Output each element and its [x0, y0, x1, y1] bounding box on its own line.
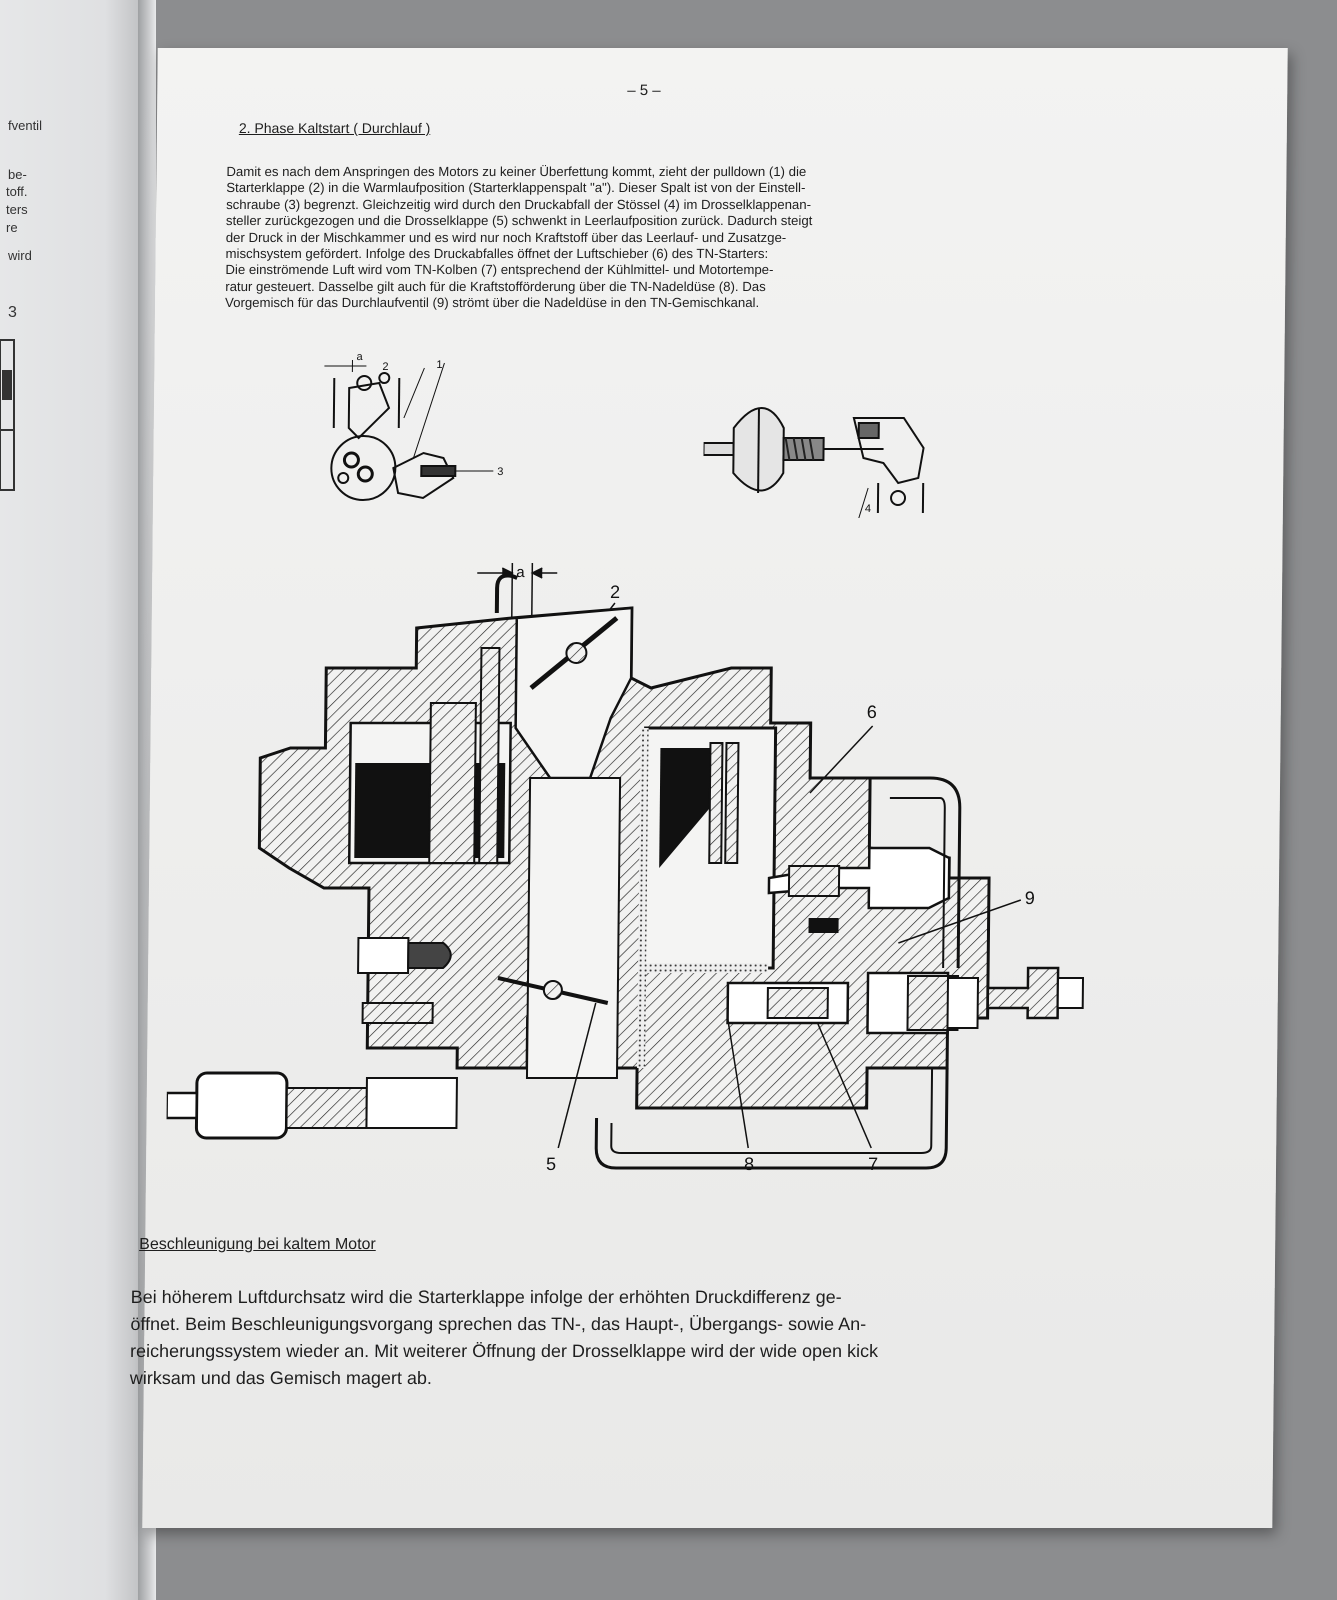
intro-line: Vorgemisch für das Durchlaufventil (9) s… — [225, 295, 760, 311]
document-page: – 5 – 2. Phase Kaltstart ( Durchlauf ) D… — [130, 48, 1288, 1528]
intro-line: Starterklappe (2) in die Warmlaufpositio… — [226, 180, 806, 196]
left-fragment: wird — [8, 248, 32, 263]
acceleration-paragraph: Bei höherem Luftdurchsatz wird die Start… — [130, 1284, 1041, 1392]
left-fragment: ters — [6, 202, 28, 217]
figure-throttle-positioner: 4 — [702, 407, 925, 518]
figure-label: a — [356, 351, 363, 363]
figure-starter-flap: a 2 1 3 — [324, 351, 503, 501]
intro-line: der Druck in der Mischkammer und es wird… — [225, 229, 787, 245]
left-page: fventil be- toff. ters re wird 3 — [0, 0, 150, 1600]
left-fragment: 3 — [8, 304, 17, 321]
figure-label: 8 — [744, 1154, 754, 1174]
intro-line: Die einströmende Luft wird vom TN-Kolben… — [225, 262, 774, 278]
left-fragment: toff. — [6, 184, 28, 199]
figure-label: 5 — [546, 1154, 556, 1174]
left-fragment: be- — [8, 167, 27, 182]
figure-label: 9 — [1025, 888, 1035, 908]
figure-carburetor-cross-section: a 2 — [165, 563, 1085, 1174]
left-page-figure-fragment — [0, 339, 15, 491]
figure-label: 6 — [867, 702, 877, 722]
accel-line: wirksam und das Gemisch magert ab. — [129, 1368, 433, 1388]
intro-line: ratur gesteuert. Dasselbe gilt auch für … — [225, 278, 766, 294]
intro-line: mischsystem gefördert. Infolge des Druck… — [225, 246, 769, 262]
figure-label: 7 — [868, 1154, 878, 1174]
accel-line: reicherungssystem wieder an. Mit weitere… — [129, 1341, 879, 1361]
page-number: – 5 – — [627, 82, 661, 99]
section-heading: 2. Phase Kaltstart ( Durchlauf ) — [238, 120, 431, 136]
accel-line: Bei höherem Luftdurchsatz wird die Start… — [130, 1287, 842, 1307]
left-fragment: re — [6, 220, 18, 235]
intro-paragraph: Damit es nach dem Anspringen des Motors … — [225, 164, 1037, 312]
accel-line: öffnet. Beim Beschleunigungsvorgang spre… — [130, 1314, 867, 1334]
figure-label: 3 — [497, 466, 503, 478]
figure-label: 1 — [436, 359, 442, 371]
intro-line: steller zurückgezogen und die Drosselkla… — [225, 213, 813, 229]
acceleration-heading: Beschleunigung bei kaltem Motor — [139, 1236, 376, 1253]
figure-label: 4 — [865, 503, 871, 515]
left-fragment: fventil — [8, 118, 42, 133]
intro-line: schraube (3) begrenzt. Gleichzeitig wird… — [226, 196, 812, 212]
figure-label: 2 — [610, 582, 620, 602]
intro-line: Damit es nach dem Anspringen des Motors … — [226, 164, 807, 179]
figure-label: 2 — [382, 361, 388, 373]
figure-label: a — [516, 564, 525, 581]
